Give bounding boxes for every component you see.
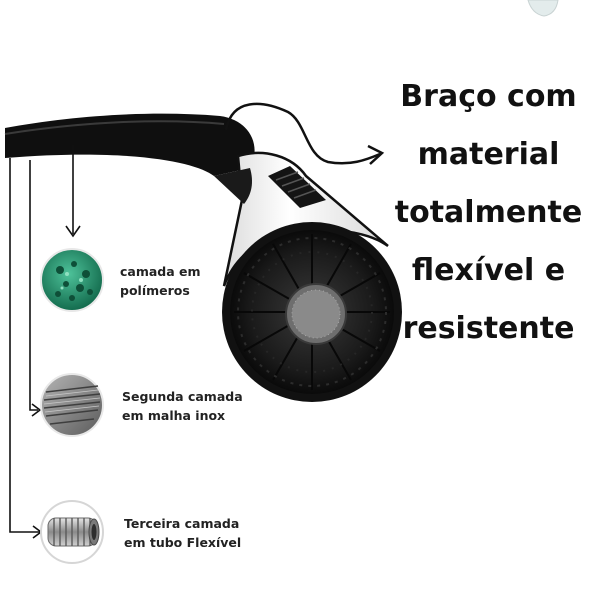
layer-label-line: polímeros [120,283,190,298]
headline: Braço com material totalmente flexível e… [386,68,591,358]
layer-label-line: em malha inox [122,408,226,423]
layer-label-flexible-tube: Terceira camada em tubo Flexível [124,514,241,552]
spray-head [214,151,402,402]
layer-label-line: camada em [120,264,201,279]
corner-fragment [527,0,559,17]
layer-label-steel-mesh: Segunda camada em malha inox [122,387,243,425]
leader-lines [9,145,81,539]
polymer-granules-icon [40,248,104,312]
headline-line: totalmente [394,195,583,230]
spray-mode-button [268,166,326,208]
nozzle-face [222,222,402,402]
headline-line: Braço com [400,79,577,114]
layer-label-line: Terceira camada [124,516,240,531]
headline-line: material [417,137,560,172]
headline-line: resistente [402,311,575,346]
flexible-tube-icon [40,500,104,564]
layer-label-line: em tubo Flexível [124,535,242,550]
callout-arrow [224,102,385,165]
flexible-hose [4,113,255,176]
layer-label-line: Segunda camada [122,389,243,404]
layer-label-polymer: camada em polímeros [120,262,201,300]
headline-line: flexível e [411,253,566,288]
steel-mesh-icon [40,373,104,437]
